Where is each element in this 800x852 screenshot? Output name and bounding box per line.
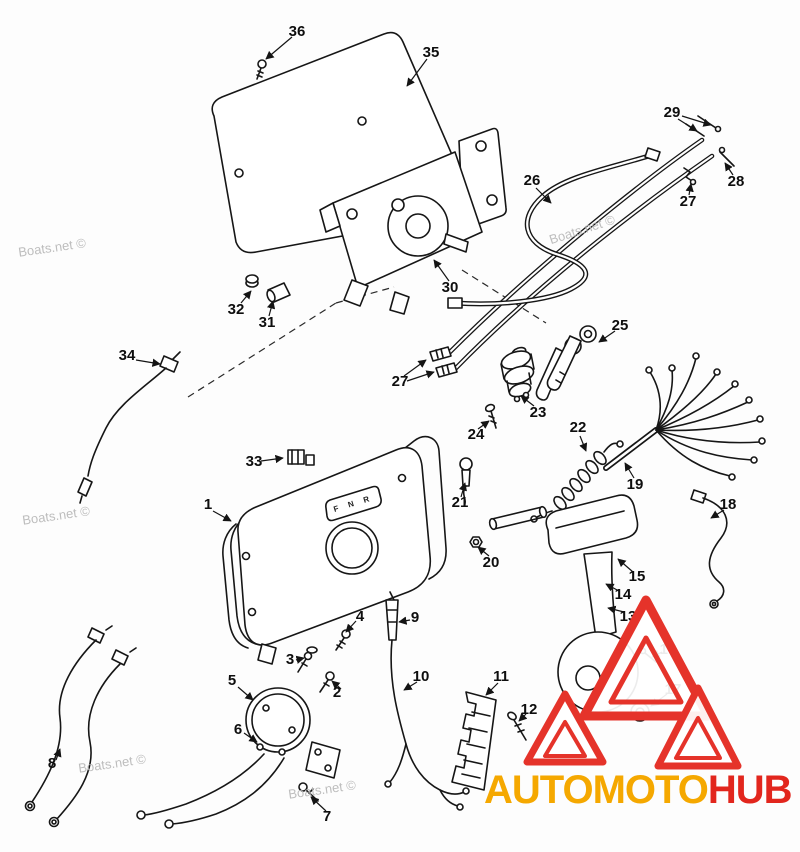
part-spacer-tube [488,505,548,531]
part-clip-33 [287,449,315,466]
part-number-32: 32 [228,301,245,318]
part-shift-cable [447,147,661,309]
part-number-27: 27 [392,373,409,390]
callout-leader-lines [53,36,734,812]
logo-triangle-right [654,684,742,770]
part-number-33: 33 [246,453,263,470]
part-number-36: 36 [289,23,306,40]
logo-text-automoto: AUTOMOTO [484,768,709,812]
part-number-10: 10 [413,668,430,685]
part-control-bracket [319,127,507,315]
part-number-25: 25 [612,317,629,334]
part-ignition-keys [535,325,597,401]
part-ignition-switch [500,346,535,403]
part-number-18: 18 [720,496,737,513]
logo-triangle-right-inner [674,716,722,760]
part-number-23: 23 [530,404,547,421]
part-number-15: 15 [629,568,646,585]
part-number-1: 1 [204,496,212,513]
part-number-26: 26 [524,172,541,189]
part-lanyard-spring [530,440,624,523]
part-nut-20 [469,536,483,548]
part-link-cable-18 [690,489,728,609]
part-number-9: 9 [411,609,419,626]
part-number-28: 28 [728,173,745,190]
part-number-12: 12 [521,701,538,718]
part-mounting-screws [297,629,351,693]
part-bushing-and-nut [245,274,291,303]
part-number-35: 35 [423,44,440,61]
part-number-2: 2 [333,684,341,701]
part-number-34: 34 [119,347,136,364]
part-number-29: 29 [664,104,681,121]
part-number-14: 14 [615,586,632,603]
part-number-6: 6 [234,721,242,738]
part-terminal-block [451,691,497,791]
part-neutral-switch [136,687,341,829]
logo-text-hub: HUB [707,768,793,812]
logo-triangle-large [579,595,713,721]
part-screw-36 [256,59,267,80]
part-throttle-cables [429,137,715,378]
part-number-24: 24 [468,426,485,443]
part-battery-cables [24,625,137,828]
part-screw-12 [507,711,527,741]
part-wiring-harness [603,352,766,481]
logo-triangle-left [523,690,607,766]
part-number-31: 31 [259,314,276,331]
part-screw-24 [484,403,497,429]
part-cable-pins [683,115,735,186]
part-number-5: 5 [228,672,236,689]
part-number-20: 20 [483,554,500,571]
automotohub-logo: AUTOMOTOHUB [484,768,793,812]
part-number-21: 21 [452,494,469,511]
part-boot-cable [384,591,470,811]
part-number-30: 30 [442,279,459,296]
logo-triangle-large-inner [608,635,684,705]
part-number-19: 19 [627,476,644,493]
part-lead-cable-34 [77,351,181,504]
part-number-11: 11 [493,668,509,685]
part-number-8: 8 [48,755,56,772]
part-number-27: 27 [680,193,697,210]
logo-triangle-left-inner [543,720,587,758]
part-number-4: 4 [356,608,365,625]
part-number-3: 3 [286,651,294,668]
logo-triangles [523,595,742,770]
part-control-housing: F N R [222,435,447,665]
part-number-22: 22 [570,419,587,436]
part-number-7: 7 [323,808,331,825]
